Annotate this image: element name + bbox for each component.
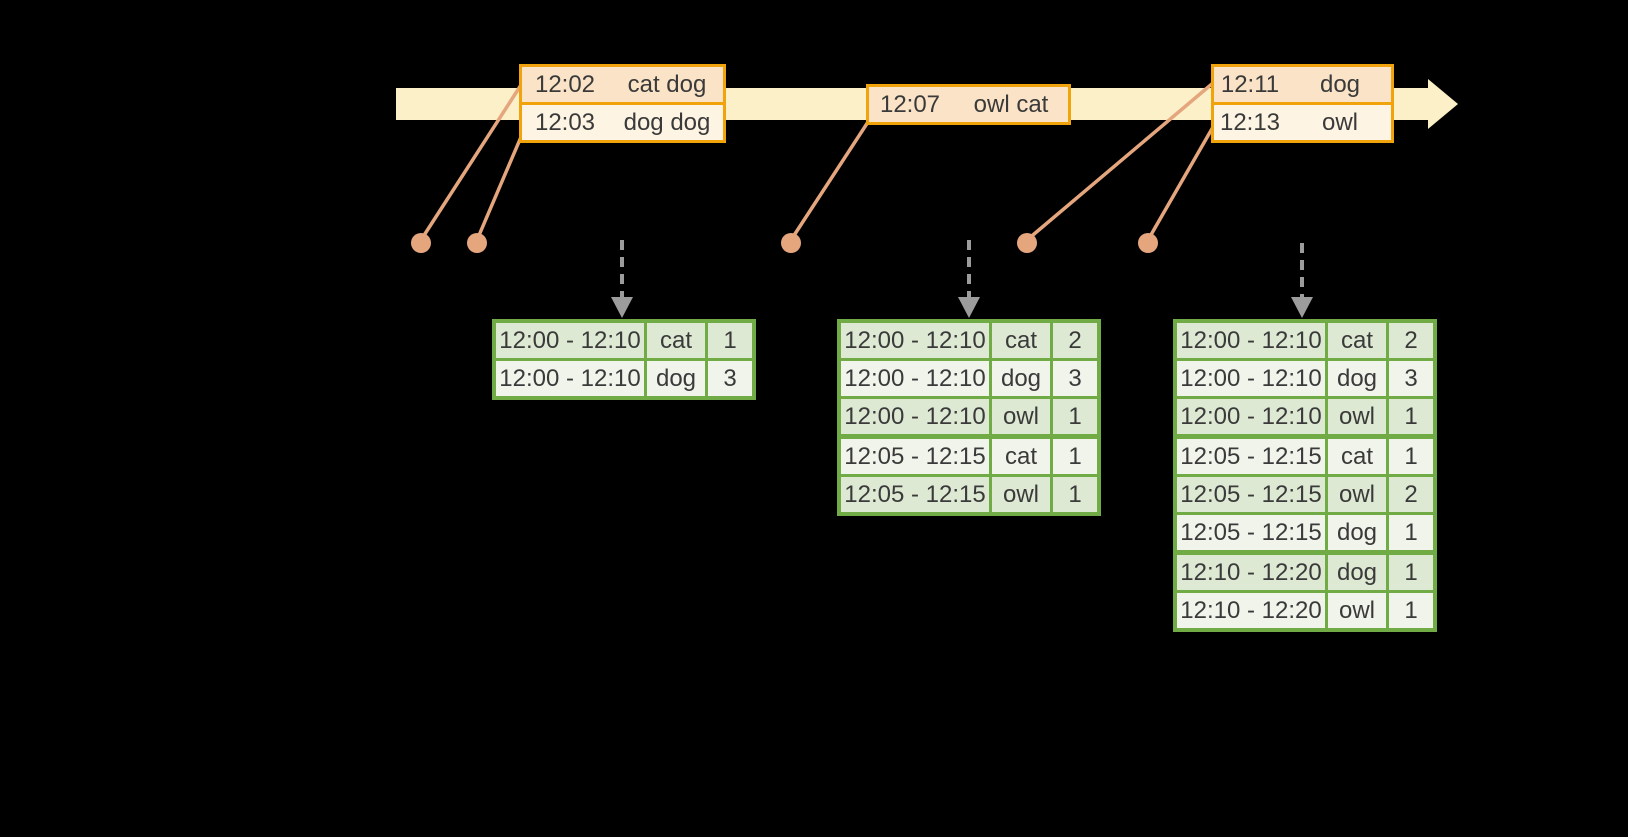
result-window-cell: 12:00 - 12:10	[1177, 361, 1325, 396]
result-window-cell: 12:10 - 12:20	[1177, 555, 1325, 590]
result-word-cell: owl	[992, 399, 1050, 434]
result-count-cell: 3	[1053, 361, 1097, 396]
event-words-cell: dog dog	[611, 105, 723, 140]
event-words-cell: owl	[1289, 105, 1391, 140]
event-words-cell: dog	[1289, 67, 1391, 102]
result-window-cell: 12:00 - 12:10	[1177, 323, 1325, 358]
event-dot-icon	[781, 233, 801, 253]
result-window-cell: 12:00 - 12:10	[496, 323, 644, 358]
result-count-cell: 1	[1053, 399, 1097, 434]
result-count-cell: 1	[1389, 555, 1433, 590]
event-time-cell: 12:03	[522, 105, 608, 140]
result-word-cell: dog	[647, 361, 705, 396]
event-connector-line	[1025, 81, 1215, 242]
result-word-cell: cat	[1328, 323, 1386, 358]
result-window-cell: 12:05 - 12:15	[841, 477, 989, 512]
result-word-cell: cat	[1328, 439, 1386, 474]
event-connector-line	[419, 84, 523, 241]
result-window-cell: 12:00 - 12:10	[1177, 399, 1325, 434]
result-window-cell: 12:00 - 12:10	[496, 361, 644, 396]
result-count-cell: 2	[1389, 323, 1433, 358]
result-window-cell: 12:00 - 12:10	[841, 361, 989, 396]
result-count-cell: 1	[708, 323, 752, 358]
event-time-cell: 12:13	[1214, 105, 1286, 140]
result-word-cell: dog	[1328, 515, 1386, 550]
result-count-cell: 3	[708, 361, 752, 396]
result-window-cell: 12:00 - 12:10	[841, 323, 989, 358]
result-word-cell: owl	[1328, 399, 1386, 434]
event-dot-icon	[467, 233, 487, 253]
result-window-cell: 12:10 - 12:20	[1177, 593, 1325, 628]
event-words-cell: owl cat	[954, 87, 1068, 122]
result-window-cell: 12:05 - 12:15	[841, 439, 989, 474]
result-word-cell: cat	[647, 323, 705, 358]
event-time-cell: 12:11	[1214, 67, 1286, 102]
result-count-cell: 1	[1389, 593, 1433, 628]
result-word-cell: cat	[992, 439, 1050, 474]
result-window-cell: 12:05 - 12:15	[1177, 439, 1325, 474]
event-connector-line	[475, 136, 523, 241]
result-window-cell: 12:00 - 12:10	[841, 399, 989, 434]
result-count-cell: 1	[1389, 439, 1433, 474]
result-count-cell: 1	[1053, 439, 1097, 474]
trigger-arrowhead-icon	[1291, 297, 1313, 318]
event-dot-icon	[411, 233, 431, 253]
result-window-cell: 12:05 - 12:15	[1177, 477, 1325, 512]
event-time-cell: 12:07	[869, 87, 951, 122]
result-word-cell: dog	[1328, 361, 1386, 396]
result-word-cell: dog	[1328, 555, 1386, 590]
result-word-cell: owl	[1328, 477, 1386, 512]
result-window-cell: 12:05 - 12:15	[1177, 515, 1325, 550]
event-dot-icon	[1138, 233, 1158, 253]
result-count-cell: 1	[1053, 477, 1097, 512]
result-word-cell: owl	[992, 477, 1050, 512]
event-connector-line	[789, 121, 870, 241]
event-words-cell: cat dog	[611, 67, 723, 102]
trigger-arrowhead-icon	[958, 297, 980, 318]
trigger-arrowhead-icon	[611, 297, 633, 318]
result-count-cell: 1	[1389, 515, 1433, 550]
result-count-cell: 2	[1053, 323, 1097, 358]
event-connector-line	[1146, 126, 1215, 241]
result-word-cell: cat	[992, 323, 1050, 358]
timeline-arrow-icon	[1428, 79, 1458, 129]
result-word-cell: dog	[992, 361, 1050, 396]
result-count-cell: 1	[1389, 399, 1433, 434]
event-time-cell: 12:02	[522, 67, 608, 102]
event-dot-icon	[1017, 233, 1037, 253]
result-count-cell: 2	[1389, 477, 1433, 512]
result-word-cell: owl	[1328, 593, 1386, 628]
result-count-cell: 3	[1389, 361, 1433, 396]
